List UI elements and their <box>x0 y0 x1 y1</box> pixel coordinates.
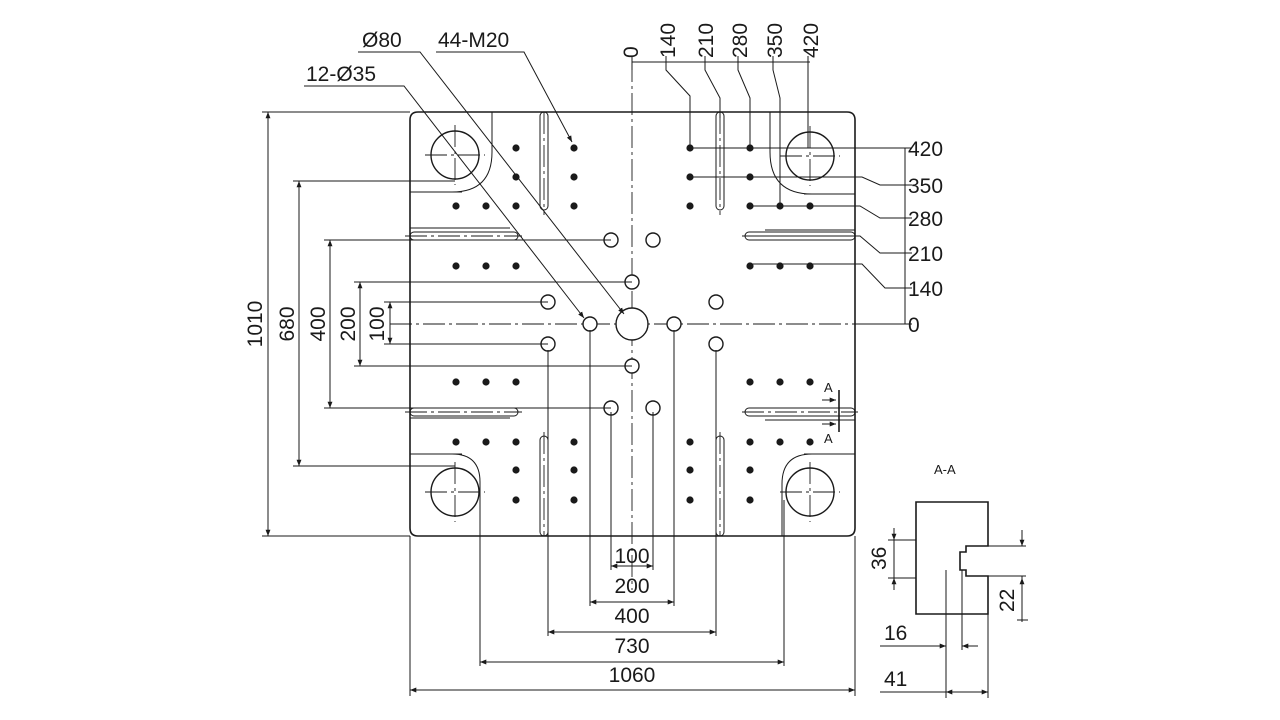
section-dim-22: 22 <box>996 589 1019 612</box>
m20-hole <box>570 144 578 152</box>
m20-hole <box>570 496 578 504</box>
scale-top-420: 420 <box>800 23 823 58</box>
section-marker-bottom: A <box>824 431 833 446</box>
dim-400: 400 <box>307 306 330 341</box>
scale-right-210: 210 <box>908 243 943 266</box>
m20-hole <box>512 173 520 181</box>
m20-hole <box>482 378 490 386</box>
section-dim-36: 36 <box>868 547 891 570</box>
m20-hole <box>570 466 578 474</box>
m20-hole <box>746 378 754 386</box>
callouts: Ø80 44-M20 12-Ø35 <box>304 29 625 319</box>
m20-hole <box>570 173 578 181</box>
m20-hole <box>776 262 784 270</box>
section-dim-41: 41 <box>884 668 907 691</box>
m20-hole <box>806 262 814 270</box>
m20-hole <box>776 438 784 446</box>
m20-hole <box>746 466 754 474</box>
section-marker-top: A <box>824 380 833 395</box>
m20-hole <box>776 378 784 386</box>
m20-hole <box>482 202 490 210</box>
dim-bottom-400: 400 <box>614 605 649 628</box>
m20-hole <box>686 202 694 210</box>
center-hole <box>615 307 649 341</box>
m20-hole <box>452 202 460 210</box>
scale-right-350: 350 <box>908 175 943 198</box>
m20-hole <box>482 262 490 270</box>
scale-top-280: 280 <box>729 23 752 58</box>
dim-bottom-730: 730 <box>614 635 649 658</box>
scale-right-140: 140 <box>908 278 943 301</box>
right-scale: 420 350 280 210 140 0 <box>690 138 943 337</box>
section-title: A-A <box>934 462 956 477</box>
left-dimensions: 1010 680 400 200 100 <box>244 111 632 537</box>
m20-hole <box>452 262 460 270</box>
section-dim-16: 16 <box>884 622 907 645</box>
scale-right-280: 280 <box>908 208 943 231</box>
m20-hole <box>686 466 694 474</box>
dim-bottom-200: 200 <box>614 575 649 598</box>
m20-hole <box>686 496 694 504</box>
callout-threaded-holes: 44-M20 <box>438 29 509 52</box>
m20-hole <box>512 438 520 446</box>
scale-top-140: 140 <box>657 23 680 58</box>
scale-right-0: 0 <box>908 314 920 337</box>
top-scale: 0 140 210 280 350 420 <box>620 23 823 206</box>
m20-hole <box>452 438 460 446</box>
dim-200: 200 <box>337 306 360 341</box>
m20-hole <box>512 496 520 504</box>
holes-35 <box>540 232 724 416</box>
m20-hole <box>512 262 520 270</box>
dim-bottom-1060: 1060 <box>609 664 656 687</box>
m20-hole <box>686 438 694 446</box>
scale-top-350: 350 <box>764 23 787 58</box>
dim-bottom-100: 100 <box>614 545 649 568</box>
m20-hole <box>512 378 520 386</box>
m20-hole <box>570 438 578 446</box>
m20-hole <box>570 202 578 210</box>
m20-hole <box>512 144 520 152</box>
callout-center-hole: Ø80 <box>362 29 402 52</box>
m20-hole <box>746 496 754 504</box>
section-view: A-A 22 36 16 41 <box>868 462 1028 698</box>
callout-tie-bar-holes: 12-Ø35 <box>306 63 376 86</box>
m20-hole <box>512 202 520 210</box>
m20-hole <box>452 378 460 386</box>
m20-hole <box>482 438 490 446</box>
scale-top-0: 0 <box>620 46 643 58</box>
dim-1010: 1010 <box>244 301 267 348</box>
tie-bar-pockets <box>410 112 855 536</box>
dim-680: 680 <box>276 306 299 341</box>
m20-hole <box>746 438 754 446</box>
scale-top-210: 210 <box>695 23 718 58</box>
bottom-dimensions: 100 200 400 730 1060 <box>409 330 856 696</box>
m20-hole <box>806 438 814 446</box>
m20-hole <box>806 378 814 386</box>
scale-right-420: 420 <box>908 138 943 161</box>
dim-100: 100 <box>366 306 389 341</box>
section-marker: A A <box>822 380 840 446</box>
m20-hole <box>746 262 754 270</box>
m20-hole <box>512 466 520 474</box>
